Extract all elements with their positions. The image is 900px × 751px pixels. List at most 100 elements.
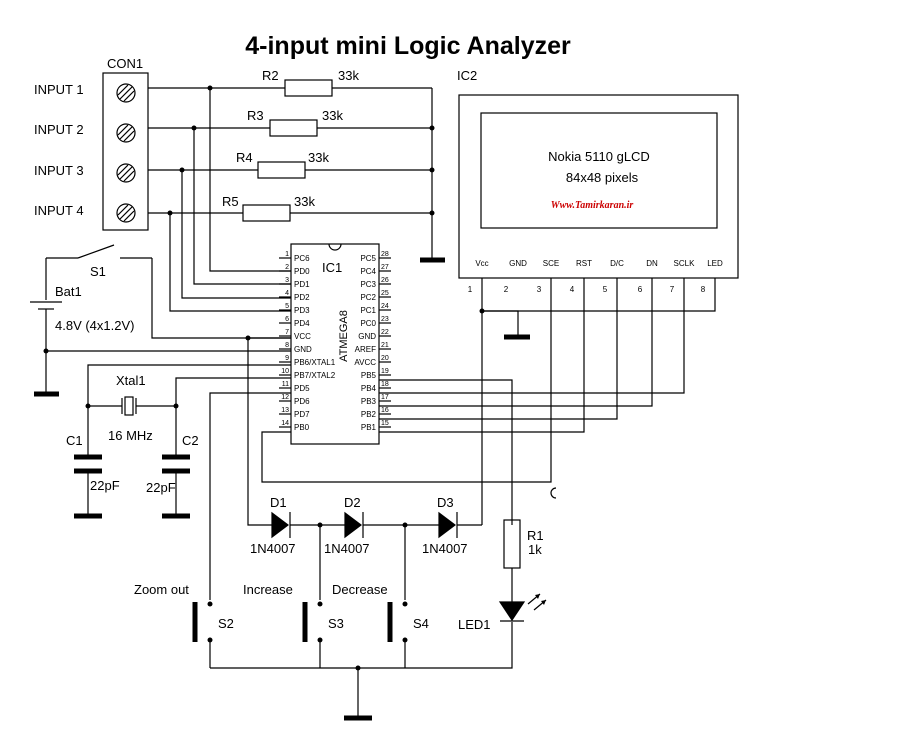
lcd-pin-number: 5 <box>603 285 608 294</box>
r1-value: 1k <box>528 542 542 557</box>
mcu-pin-name: PB4 <box>361 384 377 393</box>
connector-con1: CON1 INPUT 1 INPUT 2 INPUT 3 INPUT 4 <box>34 56 149 231</box>
mcu-pin-number: 19 <box>381 368 389 375</box>
s3-label: S3 <box>328 616 344 631</box>
xtal-label: Xtal1 <box>116 373 146 388</box>
r5-label: R5 <box>222 194 239 209</box>
crystal-xtal1 <box>124 396 134 416</box>
lcd-screen <box>480 112 718 229</box>
mcu-pin-number: 24 <box>381 303 389 310</box>
mcu-pin-number: 21 <box>381 342 389 349</box>
led1-symbol <box>498 601 526 622</box>
d2-label: D2 <box>344 495 361 510</box>
mcu-pin-name: PB0 <box>294 423 310 432</box>
mcu-pin-name: PB3 <box>361 397 377 406</box>
switch-s1-lever <box>77 244 115 259</box>
mcu-pin-number: 17 <box>381 394 389 401</box>
mcu-pin-name: PC6 <box>294 254 310 263</box>
s2-caption: Zoom out <box>134 582 189 597</box>
mcu-pin-number: 12 <box>281 394 289 401</box>
mcu-pin-name: PB2 <box>361 410 377 419</box>
resistor-r1 <box>503 519 521 569</box>
lcd-pin-number: 6 <box>638 285 643 294</box>
mcu-pin-name: GND <box>294 345 312 354</box>
r2-value: 33k <box>338 68 359 83</box>
lcd-pin-name: GND <box>509 259 527 268</box>
lcd-text-line2: 84x48 pixels <box>566 170 639 185</box>
input-2-label: INPUT 2 <box>34 122 84 137</box>
terminal-screw-3 <box>116 163 136 183</box>
s1-label: S1 <box>90 264 106 279</box>
input-1-label: INPUT 1 <box>34 82 84 97</box>
mcu-pin-name: PB1 <box>361 423 377 432</box>
lcd-pin-name: SCLK <box>674 259 696 268</box>
mcu-pin-number: 2 <box>285 264 289 271</box>
input-4-label: INPUT 4 <box>34 203 84 218</box>
mcu-pin-name: PD2 <box>294 293 310 302</box>
power-section: S1 Bat1 4.8V (4x1.2V) <box>30 244 291 397</box>
mcu-pin-number: 23 <box>381 316 389 323</box>
mcu-pin-number: 14 <box>281 420 289 427</box>
schematic-title: 4-input mini Logic Analyzer <box>245 32 571 60</box>
mcu-pin-number: 4 <box>285 290 289 297</box>
mcu-pin-number: 1 <box>285 251 289 258</box>
r5-value: 33k <box>294 194 315 209</box>
terminal-screw-2 <box>116 123 136 143</box>
lcd-pin-number: 8 <box>701 285 706 294</box>
mcu-pin-number: 25 <box>381 290 389 297</box>
lcd-ic2: IC2 Nokia 5110 gLCD 84x48 pixels Www.Tam… <box>457 68 739 294</box>
mcu-pin-name: PB6/XTAL1 <box>294 358 336 367</box>
terminal-screw-1 <box>116 83 136 103</box>
mcu-pin-name: PC0 <box>360 319 376 328</box>
input-wiring: R2 33k R3 33k R4 33k R5 33k <box>148 68 445 312</box>
mcu-pin-name: GND <box>358 332 376 341</box>
led-section: R1 1k LED1 <box>458 519 547 632</box>
mcu-pin-number: 10 <box>281 368 289 375</box>
mcu-pin-name: PC1 <box>360 306 376 315</box>
mcu-pin-name: PC5 <box>360 254 376 263</box>
mcu-pin-number: 16 <box>381 407 389 414</box>
c1-value: 22pF <box>90 478 120 493</box>
resistor-r5 <box>242 204 291 222</box>
resistor-r4 <box>257 161 306 179</box>
lcd-label: IC2 <box>457 68 477 83</box>
mcu-pin-number: 18 <box>381 381 389 388</box>
lcd-pin-name: LED <box>707 259 723 268</box>
mcu-pin-name: PD7 <box>294 410 310 419</box>
d3-label: D3 <box>437 495 454 510</box>
lcd-pin-name: SCE <box>543 259 559 268</box>
mcu-pin-name: PC3 <box>360 280 376 289</box>
mcu-pin-name: AVCC <box>354 358 376 367</box>
r4-label: R4 <box>236 150 253 165</box>
battery-value: 4.8V (4x1.2V) <box>55 318 135 333</box>
mcu-pin-name: PD3 <box>294 306 310 315</box>
lcd-pin-number: 1 <box>468 285 473 294</box>
d1-value: 1N4007 <box>250 541 296 556</box>
lcd-pin-name: DN <box>646 259 658 268</box>
c2-label: C2 <box>182 433 199 448</box>
s4-label: S4 <box>413 616 429 631</box>
mcu-pin-name: PB7/XTAL2 <box>294 371 336 380</box>
mcu-pin-number: 15 <box>381 420 389 427</box>
mcu-pin-number: 27 <box>381 264 389 271</box>
resistor-r3 <box>269 119 318 137</box>
mcu-pin-number: 7 <box>285 329 289 336</box>
mcu-pin-name: PB5 <box>361 371 377 380</box>
mcu-pin-name: PD6 <box>294 397 310 406</box>
s3-caption: Increase <box>243 582 293 597</box>
d1-label: D1 <box>270 495 287 510</box>
terminal-screw-4 <box>116 203 136 223</box>
mcu-pin-number: 6 <box>285 316 289 323</box>
lcd-pin-name: RST <box>576 259 592 268</box>
watermark: Www.Tamirkaran.ir <box>551 200 634 211</box>
lcd-pin-name: D/C <box>610 259 624 268</box>
resistor-r2 <box>284 79 333 97</box>
d2-value: 1N4007 <box>324 541 370 556</box>
lcd-pin-number: 3 <box>537 285 542 294</box>
r3-label: R3 <box>247 108 264 123</box>
mcu-lcd-wiring <box>261 278 716 525</box>
mcu-pin-name: PD5 <box>294 384 310 393</box>
lcd-pin-name: Vcc <box>475 259 488 268</box>
